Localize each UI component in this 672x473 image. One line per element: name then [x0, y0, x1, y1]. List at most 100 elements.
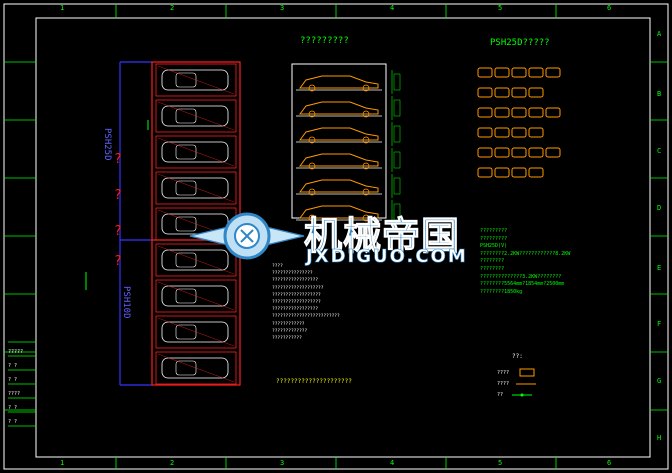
row-label-a: A — [657, 30, 662, 38]
car-roof — [175, 324, 197, 340]
title-block-row: ???? — [8, 391, 21, 397]
watermark-cn: 机械帝国 — [303, 214, 461, 259]
title-block-row: ? ? — [8, 405, 18, 411]
col-label-top-5: 5 — [498, 4, 503, 12]
title-block: ????? ? ? ? ? ???? ? ? ? ? — [8, 345, 36, 429]
mini-car — [477, 87, 493, 98]
car-top — [161, 357, 229, 379]
mini-car — [494, 67, 510, 78]
watermark-en: JXDIGUO.COM — [306, 246, 468, 268]
mini-car — [511, 67, 527, 78]
notes-list: ???? ??????????????? ????????????????? ?… — [272, 263, 340, 342]
car-roof — [175, 180, 197, 196]
wheel — [362, 188, 370, 196]
mini-car — [511, 87, 527, 98]
col-label-top-1: 1 — [60, 4, 65, 12]
stall — [155, 99, 237, 133]
mini-car — [477, 107, 493, 118]
mini-car — [511, 167, 527, 178]
legend-row-3: ?? — [497, 392, 504, 398]
car-top — [161, 69, 229, 91]
spec-line: ???????? — [480, 265, 505, 272]
col-label-bottom-1: 1 — [60, 459, 65, 467]
note-line: ?????????????????? — [272, 292, 321, 298]
tower-frame — [291, 63, 387, 219]
right-title: PSH25D????? — [490, 38, 550, 48]
mini-car — [528, 167, 544, 178]
title-block-row: ? ? — [8, 419, 18, 425]
mini-car — [528, 147, 544, 158]
dim-text-box — [393, 151, 401, 169]
question-mark-3: ? — [114, 224, 122, 239]
car-top — [161, 177, 229, 199]
spec-line: ????????2.2KW????????????8.2KW — [480, 250, 571, 257]
car-top — [161, 321, 229, 343]
car-side — [299, 127, 379, 141]
wheel — [362, 136, 370, 144]
car-side — [299, 75, 379, 89]
mini-car — [511, 107, 527, 118]
question-mark-1: ? — [114, 152, 122, 167]
spec-line: ????????? — [480, 228, 508, 234]
question-mark-4: ? — [114, 254, 122, 269]
mini-car — [528, 127, 544, 138]
row-label-c: C — [657, 147, 662, 155]
legend-row-1: ???? — [497, 370, 510, 376]
center-title: ????????? — [300, 36, 349, 46]
dim-text-box — [393, 73, 401, 91]
title-block-row: ? ? — [8, 363, 18, 369]
legend-title: ??: — [512, 353, 523, 360]
col-label-bottom-3: 3 — [280, 459, 285, 467]
wheel — [308, 214, 316, 222]
row-label-g: G — [657, 377, 662, 385]
mini-car — [511, 147, 527, 158]
car-top — [161, 285, 229, 307]
note-line: ??????????????? — [272, 271, 313, 277]
mini-car — [545, 107, 561, 118]
left-label-top: PSH25D — [102, 128, 112, 161]
legend-row-2: ???? — [497, 381, 510, 387]
wheel — [308, 136, 316, 144]
wheel — [362, 84, 370, 92]
wheel — [308, 110, 316, 118]
car-roof — [175, 216, 197, 232]
note-line: ????????????? — [272, 328, 308, 334]
col-label-top-3: 3 — [280, 4, 285, 12]
wheel — [308, 188, 316, 196]
stall — [155, 279, 237, 313]
col-label-bottom-2: 2 — [170, 459, 175, 467]
note-line: ????????????????????????? — [272, 314, 340, 320]
row-label-f: F — [657, 320, 662, 328]
note-line: ???? — [272, 264, 283, 269]
car-roof — [175, 72, 197, 88]
inner-frame — [35, 17, 651, 458]
stall — [155, 243, 237, 277]
note-line: ?????????????????? — [272, 300, 321, 306]
title-block-row: ? ? — [8, 377, 18, 383]
car-roof — [175, 288, 197, 304]
stall — [155, 315, 237, 349]
stall-diag — [157, 173, 235, 203]
mini-car — [528, 67, 544, 78]
car-roof — [175, 108, 197, 124]
note-line: ??????????????????? — [272, 285, 324, 291]
row-label-h: H — [657, 434, 662, 442]
dim-text-box — [393, 203, 401, 221]
spec-line: ????????5564mm?1854mm?2500mm — [480, 281, 565, 288]
car-side — [299, 153, 379, 167]
mini-car — [545, 67, 561, 78]
wheel — [362, 110, 370, 118]
mini-car — [511, 127, 527, 138]
dim-text-box — [393, 125, 401, 143]
spec-line: PSH25D(V) — [480, 243, 508, 250]
car-roof — [175, 144, 197, 160]
col-label-bottom-6: 6 — [607, 459, 612, 467]
stall-diag — [157, 353, 235, 383]
spec-line: ??????????????3.2KW???????? — [480, 273, 562, 280]
spec-line: ????????1850kg — [480, 288, 523, 295]
col-label-top-2: 2 — [170, 4, 175, 12]
stall-diag — [157, 317, 235, 347]
bottom-center-text: ????????????????????? — [276, 378, 352, 385]
car-top — [161, 249, 229, 271]
